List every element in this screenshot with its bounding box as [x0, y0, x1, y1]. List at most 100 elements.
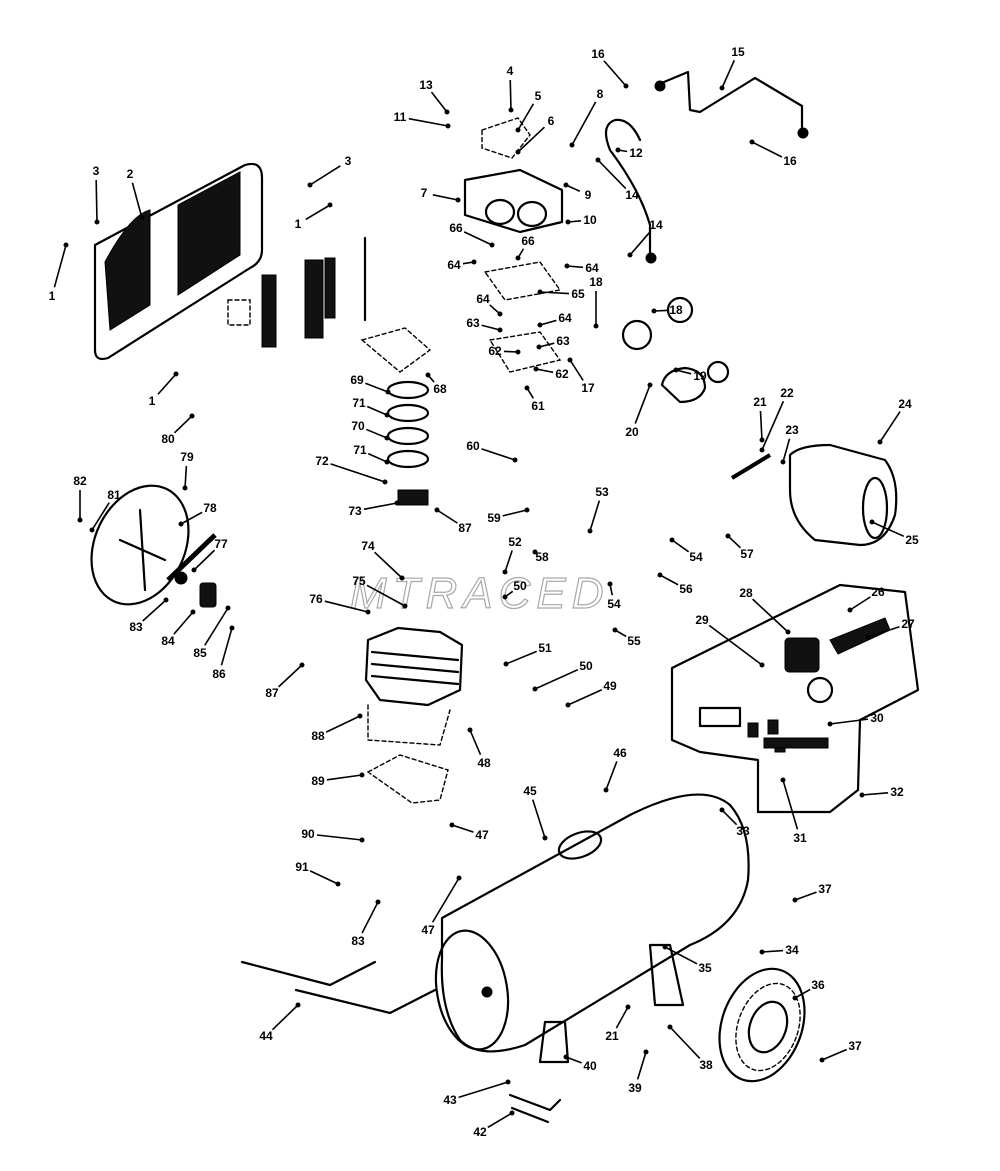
- part-number-label: 20: [625, 425, 639, 439]
- part-number-label: 1: [149, 394, 156, 408]
- part-number-label: 87: [458, 521, 472, 535]
- callout-part-71: 71: [353, 443, 390, 465]
- leader-line: [487, 1112, 513, 1129]
- leader-arrowhead: [612, 627, 618, 633]
- callout-part-83: 83: [351, 899, 381, 948]
- leader-arrowhead: [625, 1004, 631, 1010]
- leader-arrowhead: [542, 835, 548, 841]
- callout-part-61: 61: [524, 385, 545, 413]
- leader-arrowhead: [537, 322, 543, 328]
- leader-arrowhead: [673, 367, 679, 373]
- leader-line: [469, 729, 482, 756]
- leader-line: [95, 179, 98, 223]
- leader-line: [173, 611, 194, 635]
- leader-line: [659, 574, 679, 586]
- part-number-label: 31: [793, 831, 807, 845]
- leader-arrowhead: [189, 413, 195, 419]
- callout-part-1: 1: [49, 242, 69, 303]
- leader-arrowhead: [509, 1110, 515, 1116]
- leader-line: [173, 415, 193, 434]
- part-number-label: 17: [581, 381, 595, 395]
- leader-line: [535, 368, 554, 374]
- leader-arrowhead: [603, 787, 609, 793]
- callout-part-62: 62: [488, 344, 521, 358]
- part-number-label: 44: [259, 1029, 273, 1043]
- leader-arrowhead: [564, 263, 570, 269]
- part-number-label: 28: [739, 586, 753, 600]
- leader-arrowhead: [455, 197, 461, 203]
- leader-arrowhead: [399, 575, 405, 581]
- leader-line: [671, 539, 690, 553]
- callout-part-88: 88: [311, 713, 363, 743]
- part-number-label: 64: [585, 261, 599, 275]
- leader-line: [309, 870, 339, 885]
- part-number-label: 53: [595, 485, 609, 499]
- part-number-label: 86: [212, 667, 226, 681]
- part-number-label: 22: [780, 386, 794, 400]
- leader-line: [634, 384, 651, 424]
- leader-arrowhead: [375, 899, 381, 905]
- leader-arrowhead: [536, 344, 542, 350]
- part-number-label: 33: [736, 824, 750, 838]
- leader-arrowhead: [402, 603, 408, 609]
- leader-line: [271, 1004, 299, 1031]
- part-number-label: 30: [870, 711, 884, 725]
- leader-arrowhead: [456, 875, 462, 881]
- part-number-label: 85: [193, 646, 207, 660]
- callout-part-54: 54: [607, 581, 621, 611]
- callout-part-54: 54: [669, 537, 703, 564]
- callout-part-48: 48: [467, 727, 491, 770]
- leader-line: [142, 599, 167, 622]
- part-number-label: 55: [627, 634, 641, 648]
- leader-line: [305, 204, 331, 221]
- leader-arrowhead: [669, 537, 675, 543]
- leader-line: [502, 509, 528, 517]
- part-number-label: 38: [699, 1058, 713, 1072]
- motor-shroud: [670, 583, 920, 814]
- part-number-label: 9: [585, 188, 592, 202]
- leader-arrowhead: [385, 389, 391, 395]
- callout-part-24: 24: [877, 397, 912, 445]
- part-number-label: 14: [625, 188, 639, 202]
- leader-arrowhead: [785, 629, 791, 635]
- callout-part-1: 1: [149, 371, 179, 408]
- part-number-label: 72: [315, 454, 329, 468]
- part-number-label: 12: [629, 146, 643, 160]
- callout-part-85: 85: [193, 605, 231, 660]
- callout-part-28: 28: [739, 586, 791, 635]
- leader-arrowhead: [532, 686, 538, 692]
- leader-line: [361, 901, 379, 934]
- part-number-label: 79: [180, 450, 194, 464]
- leader-line: [204, 607, 229, 646]
- leader-arrowhead: [139, 215, 145, 221]
- leader-arrowhead: [567, 357, 573, 363]
- part-number-label: 50: [513, 579, 527, 593]
- part-number-label: 48: [477, 756, 491, 770]
- callout-part-21: 21: [605, 1004, 631, 1043]
- callout-part-23: 23: [780, 423, 799, 465]
- rear-frame-panel: [227, 236, 367, 348]
- callout-part-50: 50: [532, 659, 593, 692]
- part-number-label: 21: [753, 395, 767, 409]
- part-number-label: 14: [649, 218, 663, 232]
- leader-line: [629, 231, 651, 256]
- part-number-label: 40: [583, 1059, 597, 1073]
- leader-line: [829, 718, 869, 725]
- leader-arrowhead: [225, 605, 231, 611]
- callout-part-38: 38: [667, 1024, 713, 1072]
- leader-line: [605, 761, 618, 791]
- part-number-label: 74: [361, 539, 375, 553]
- callout-part-50: 50: [502, 579, 527, 600]
- leader-arrowhead: [623, 83, 629, 89]
- part-number-label: 27: [901, 617, 915, 631]
- part-number-label: 16: [591, 47, 605, 61]
- callout-part-10: 10: [565, 213, 597, 227]
- leader-line: [408, 117, 449, 127]
- callout-part-43: 43: [443, 1079, 511, 1107]
- leader-arrowhead: [792, 897, 798, 903]
- leader-arrowhead: [657, 572, 663, 578]
- leader-arrowhead: [719, 85, 725, 91]
- part-number-label: 35: [698, 961, 712, 975]
- callout-part-35: 35: [662, 944, 712, 975]
- callout-part-12: 12: [615, 146, 643, 160]
